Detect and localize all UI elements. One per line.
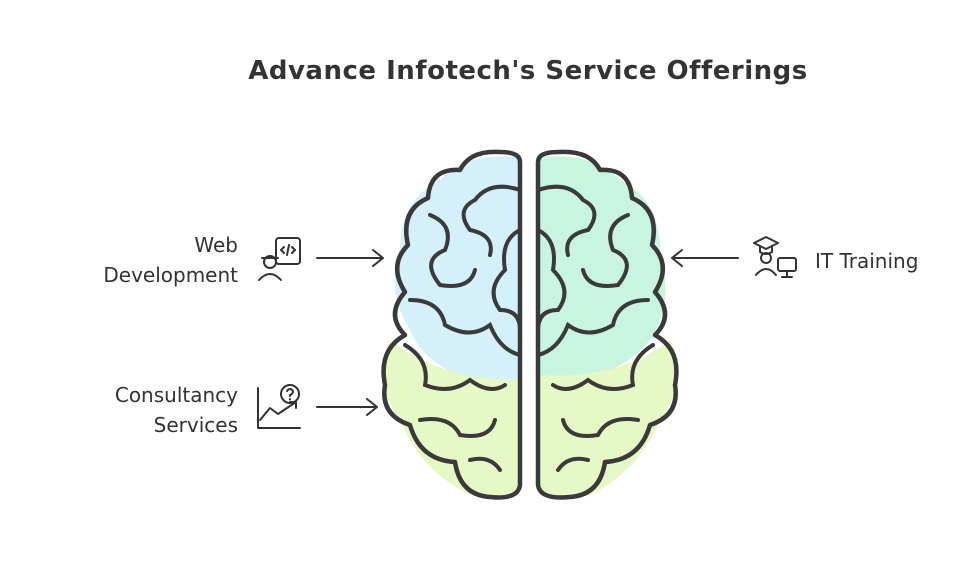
label-web-development: Web Development — [103, 230, 238, 290]
diagram-title: Advance Infotech's Service Offerings — [248, 56, 808, 86]
arrow-web-development — [316, 249, 384, 267]
chart-question-icon — [257, 384, 301, 429]
developer-code-icon — [258, 237, 301, 281]
label-line: Development — [103, 263, 238, 287]
arrow-it-training — [671, 249, 739, 267]
label-line: Web — [194, 233, 238, 257]
label-consultancy-services: Consultancy Services — [115, 380, 238, 440]
label-line: Services — [153, 413, 238, 437]
arrow-consultancy — [316, 398, 378, 416]
label-line: Consultancy — [114, 383, 238, 407]
brain-folds — [403, 184, 655, 472]
graduate-computer-icon — [753, 236, 797, 278]
label-it-training: IT Training — [815, 249, 919, 273]
brain-outline — [381, 149, 679, 500]
brain-left-top-fill — [394, 156, 520, 390]
